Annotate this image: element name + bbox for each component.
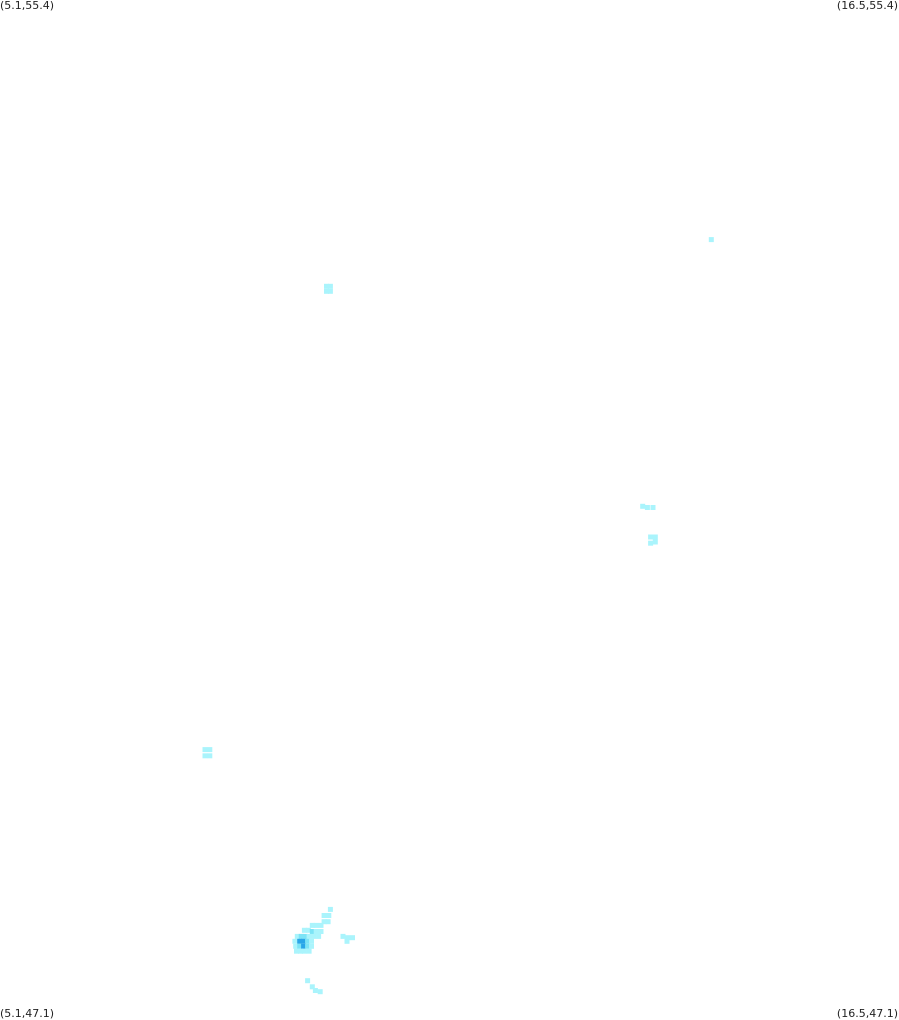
heatmap-cell (306, 948, 312, 954)
corner-label-top-right: (16.5,55.4) (836, 0, 898, 12)
heatmap-cell (325, 919, 331, 925)
heatmap-cell (345, 935, 351, 941)
heatmap-cell (650, 505, 656, 510)
heatmap-cell (207, 753, 213, 759)
corner-label-bottom-right: (16.5,47.1) (836, 1007, 898, 1020)
heatmap-cell (305, 927, 311, 933)
heatmap-cell (305, 943, 311, 949)
heatmap-cell (327, 283, 333, 289)
heatmap-cell (313, 922, 319, 928)
heatmap-cell (316, 933, 322, 939)
heatmap-cell (708, 237, 714, 243)
heatmap-cell (321, 919, 327, 925)
heatmap-cell (301, 938, 307, 944)
heatmap-cell (652, 539, 658, 545)
heatmap-cell (327, 288, 333, 294)
heatmap-cells (202, 237, 714, 995)
heatmap-cell (344, 938, 350, 944)
heatmap-cell (301, 948, 307, 954)
heatmap-cell (312, 988, 318, 993)
heatmap-cell (309, 943, 314, 949)
corner-label-top-left: (5.1,55.4) (0, 0, 55, 12)
heatmap-cell (306, 933, 312, 939)
heatmap-cell (326, 913, 332, 918)
heatmap-cell (297, 943, 303, 949)
heatmap-cell (301, 927, 307, 933)
heatmap-cell (327, 906, 333, 912)
heatmap-cell (340, 933, 346, 939)
heatmap-cell (309, 984, 315, 990)
heatmap-cell (293, 943, 299, 949)
heatmap-cell (350, 935, 355, 941)
heatmap-cell (648, 534, 654, 540)
heatmap-cell (313, 929, 319, 934)
heatmap-cell (297, 938, 303, 944)
heatmap-cell (652, 534, 658, 540)
heatmap-cell (309, 938, 314, 944)
heatmap-cell (321, 913, 327, 918)
heatmap-cell (202, 753, 208, 759)
heatmap-cell (317, 989, 323, 995)
heatmap-cell (324, 283, 329, 289)
corner-label-bottom-left: (5.1,47.1) (0, 1007, 55, 1020)
heatmap-cell (305, 978, 311, 984)
heatmap-cell (298, 933, 304, 939)
heatmap-cell (640, 503, 646, 509)
heatmap-cell (309, 929, 315, 934)
heatmap-cell (309, 922, 315, 928)
heatmap-cell (207, 747, 213, 753)
heatmap-cell (318, 929, 324, 934)
heatmap-cell (298, 948, 303, 954)
heatmap-cell (324, 288, 329, 294)
heatmap-cell (318, 922, 324, 928)
heatmap-cell (301, 943, 307, 949)
heatmap-cell (644, 505, 650, 510)
heatmap-cell (292, 938, 298, 944)
heatmap-cell (311, 933, 317, 939)
heatmap-cell (648, 540, 654, 546)
heatmap-cell (302, 933, 308, 939)
heatmap-cell (294, 933, 300, 939)
heatmap-cell (294, 948, 299, 954)
heatmap-cell (202, 747, 208, 753)
heatmap-cell (305, 938, 311, 944)
